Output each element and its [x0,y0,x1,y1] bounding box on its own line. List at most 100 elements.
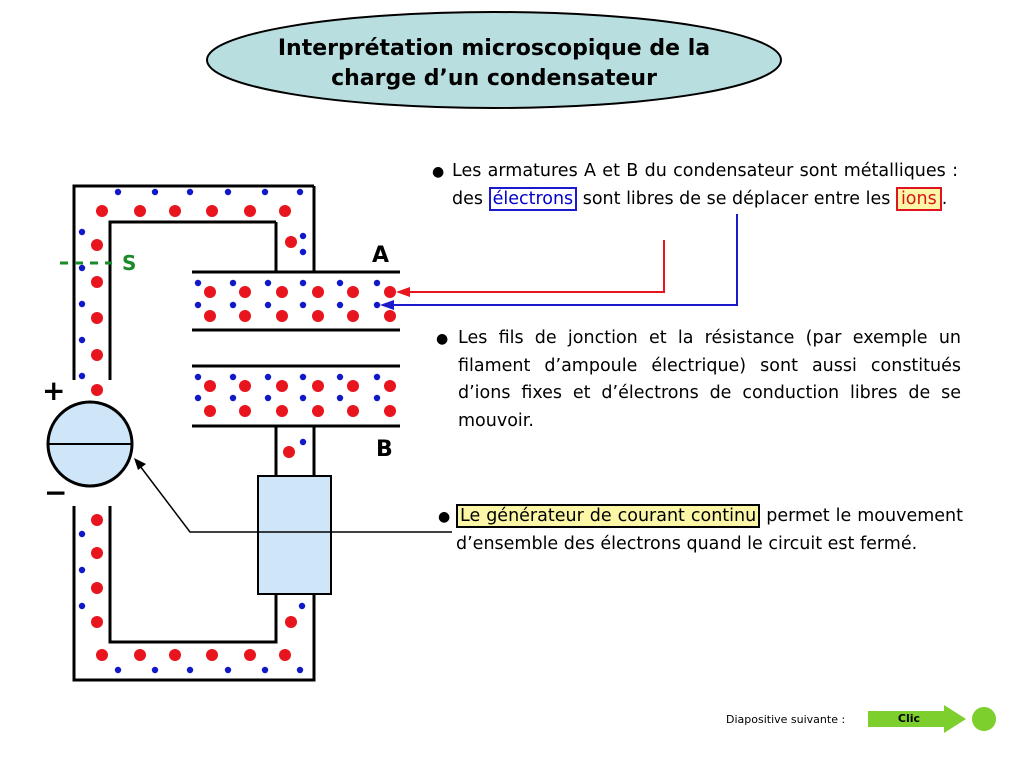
electron-particle [264,279,272,287]
ion-particle [204,405,216,417]
ion-particle [347,405,359,417]
particles [78,188,396,674]
ion-particle [244,205,256,217]
electron-particle [336,279,344,287]
ion-particle [96,649,108,661]
ion-particle [276,405,288,417]
ions-arrow [396,240,665,297]
ion-particle [169,205,181,217]
electron-particle [298,602,306,610]
ion-particle [283,446,295,458]
ion-particle [347,286,359,298]
electron-particle [78,264,86,272]
generator-arrow [134,458,452,533]
label-plus: + [42,374,65,407]
ion-particle [239,310,251,322]
ion-particle [91,547,103,559]
plate-a [192,270,400,332]
ion-particle [384,310,396,322]
electron-particle [78,530,86,538]
ion-particle [239,286,251,298]
electron-particle [229,301,237,309]
electron-particle [264,394,272,402]
p1-part2: sont libres de se déplacer entre les [577,188,896,209]
next-slide-arrow-icon[interactable] [868,705,966,733]
electron-particle [373,301,381,309]
ion-particle [285,616,297,628]
ion-particle [91,616,103,628]
paragraph-generateur: Le générateur de courant continu permet … [456,503,963,558]
ion-particle [312,310,324,322]
label-b: B [376,437,393,462]
ion-particle [96,205,108,217]
ion-particle [91,514,103,526]
title-banner: Interprétation microscopique de la charg… [204,10,784,110]
electrons-arrow [380,214,738,310]
electron-particle [373,373,381,381]
electron-particle [296,666,304,674]
electron-particle [299,373,307,381]
page-title: Interprétation microscopique de la charg… [204,34,784,94]
electron-particle [299,301,307,309]
electron-particle [261,188,269,196]
electron-particle [299,232,307,240]
ion-particle [384,405,396,417]
electron-particle [299,394,307,402]
electron-particle [114,666,122,674]
ion-particle [279,205,291,217]
electron-particle [78,228,86,236]
ion-particle [204,286,216,298]
ion-particle [312,380,324,392]
generator [46,380,134,506]
ion-particle [91,312,103,324]
bullet-1: ● [432,164,445,180]
electron-particle [194,373,202,381]
next-slide-circle-icon[interactable] [972,707,996,731]
p3-rest: permet le mouvement d’ensemble des élect… [456,506,963,554]
ion-particle [134,205,146,217]
ion-particle [239,405,251,417]
electron-particle [336,301,344,309]
ion-particle [276,310,288,322]
electron-particle [229,279,237,287]
electron-particle [264,301,272,309]
electron-particle [264,373,272,381]
electron-particle [229,373,237,381]
circuit-wires [72,184,316,682]
ion-particle [276,286,288,298]
plate-b [192,364,400,428]
electron-particle [194,301,202,309]
electron-particle [299,438,307,446]
electron-particle [373,394,381,402]
title-line-2: charge d’un condensateur [331,66,657,91]
resistor [257,475,332,595]
electron-particle [78,300,86,308]
electron-particle [78,336,86,344]
ion-particle [91,239,103,251]
ion-particle [91,582,103,594]
next-slide-button[interactable]: Clic [897,712,921,725]
electron-particle [78,372,86,380]
ion-particle [204,310,216,322]
ion-particle [279,649,291,661]
ion-particle [169,649,181,661]
ion-particle [347,310,359,322]
ion-particle [206,649,218,661]
p1-part3: . [941,188,948,209]
ion-particle [239,380,251,392]
electrons-highlight: électrons [488,186,578,211]
electron-particle [224,188,232,196]
electron-particle [261,666,269,674]
ion-particle [312,405,324,417]
ion-particle [91,276,103,288]
ion-particle [244,649,256,661]
ion-particle [204,380,216,392]
ion-particle [134,649,146,661]
ion-particle [91,384,103,396]
ion-particle [285,236,297,248]
electron-particle [151,666,159,674]
ion-particle [347,380,359,392]
paragraph-fils: Les fils de jonction et la résistance (p… [458,328,961,431]
p1-part1: Les armatures A et B du condensateur son… [452,161,958,209]
